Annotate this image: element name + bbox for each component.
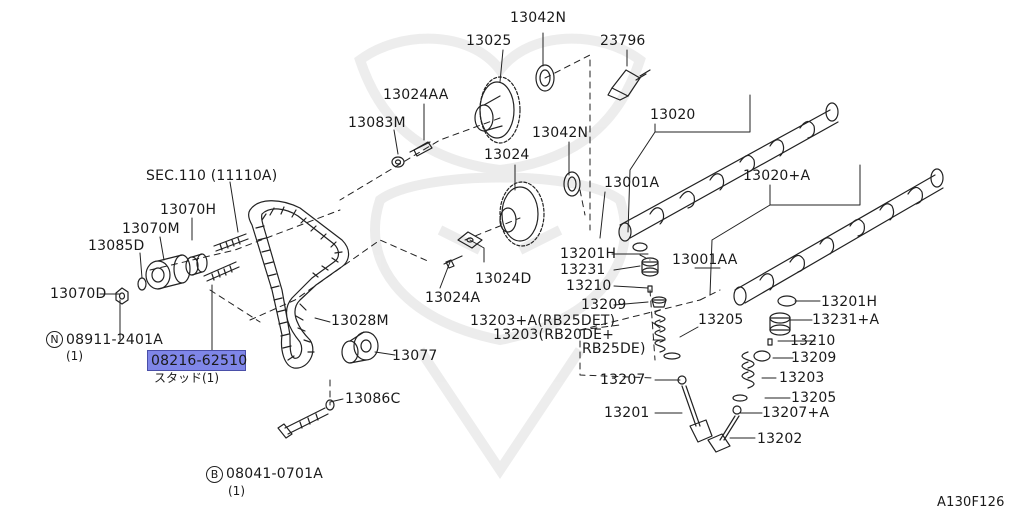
part-label-13020A[interactable]: 13020+A <box>743 168 811 184</box>
part-label-13042N-top[interactable]: 13042N <box>510 10 567 26</box>
valve-train-left <box>632 242 713 443</box>
cam-sensor-23796 <box>607 69 651 101</box>
part-label-13203-line1[interactable]: 13203(RB20DE+ <box>493 327 615 343</box>
part-label-13201H-b[interactable]: 13201H <box>821 294 878 310</box>
stud-08216 <box>203 261 240 282</box>
part-label-13024[interactable]: 13024 <box>484 147 530 163</box>
part-label-13020[interactable]: 13020 <box>650 107 696 123</box>
bolt-08041 <box>277 407 329 439</box>
part-label-13024AA[interactable]: 13024AA <box>383 87 449 103</box>
part-label-13201[interactable]: 13201 <box>604 405 650 421</box>
stud-upper <box>213 233 249 252</box>
part-label-13203A[interactable]: 13203+A(RB25DET) <box>470 313 616 329</box>
part-label-23796[interactable]: 23796 <box>600 33 646 49</box>
part-label-13077[interactable]: 13077 <box>392 348 438 364</box>
part-label-13205-a[interactable]: 13205 <box>698 312 744 328</box>
timing-belt-13028M <box>248 200 350 369</box>
part-label-13205-b[interactable]: 13205 <box>791 390 837 406</box>
washer-13085D <box>137 277 147 291</box>
cam-sprocket-13024 <box>499 171 581 247</box>
part-label-13070M[interactable]: 13070M <box>122 221 180 237</box>
quantity-08911: (1) <box>66 349 83 363</box>
part-label-13209-a[interactable]: 13209 <box>581 297 627 313</box>
samurai-watermark <box>354 33 646 480</box>
part-label-08216[interactable]: 08216-62510 <box>151 353 248 369</box>
part-label-13202[interactable]: 13202 <box>757 431 803 447</box>
part-label-13024A[interactable]: 13024A <box>425 290 481 306</box>
nut-symbol-icon: N <box>46 331 63 348</box>
camshaft-13020A <box>733 168 944 306</box>
part-label-13001A[interactable]: 13001A <box>604 175 660 191</box>
plate-13024D <box>457 231 483 249</box>
part-label-13210-a[interactable]: 13210 <box>566 278 612 294</box>
figure-code: A130F126 <box>937 495 1005 510</box>
quantity-08041: (1) <box>228 484 245 498</box>
part-label-13025[interactable]: 13025 <box>466 33 512 49</box>
part-label-13209-b[interactable]: 13209 <box>791 350 837 366</box>
part-label-08911[interactable]: 08911-2401A <box>66 332 163 348</box>
part-label-13085D[interactable]: 13085D <box>88 238 145 254</box>
selected-part-highlight[interactable] <box>147 350 246 371</box>
section-reference-sec110[interactable]: SEC.110 (11110A) <box>146 168 278 184</box>
part-label-13024D[interactable]: 13024D <box>475 271 532 287</box>
part-label-08041[interactable]: 08041-0701A <box>226 466 323 482</box>
part-label-13028M[interactable]: 13028M <box>331 313 389 329</box>
part-label-13203[interactable]: 13203 <box>779 370 825 386</box>
camshaft-13020 <box>618 102 839 242</box>
washer-13086C <box>325 399 335 411</box>
bolt-symbol-icon: B <box>206 466 223 483</box>
part-label-13201H-a[interactable]: 13201H <box>560 246 617 262</box>
nut-13070D <box>115 287 129 305</box>
part-label-13231A[interactable]: 13231+A <box>812 312 880 328</box>
part-sublabel-08216-stud: スタッド(1) <box>154 371 219 385</box>
part-label-13070D[interactable]: 13070D <box>50 286 107 302</box>
part-label-13070H[interactable]: 13070H <box>160 202 217 218</box>
bolt-13024A <box>443 255 463 269</box>
part-label-13231[interactable]: 13231 <box>560 262 606 278</box>
idler-13077 <box>341 331 379 364</box>
part-label-13001AA[interactable]: 13001AA <box>672 252 738 268</box>
part-label-13083M[interactable]: 13083M <box>348 115 406 131</box>
cam-sprocket-13025 <box>474 64 555 144</box>
part-label-13042N-mid[interactable]: 13042N <box>532 125 589 141</box>
part-label-13207-a[interactable]: 13207 <box>600 372 646 388</box>
part-label-13210-b[interactable]: 13210 <box>790 333 836 349</box>
part-label-13207A[interactable]: 13207+A <box>762 405 830 421</box>
valve-train-right <box>707 295 797 453</box>
part-label-13203-line2[interactable]: RB25DE) <box>582 341 646 357</box>
tensioner-13070M <box>145 253 208 290</box>
part-label-13086C[interactable]: 13086C <box>345 391 401 407</box>
bolt-13024AA <box>391 141 433 168</box>
